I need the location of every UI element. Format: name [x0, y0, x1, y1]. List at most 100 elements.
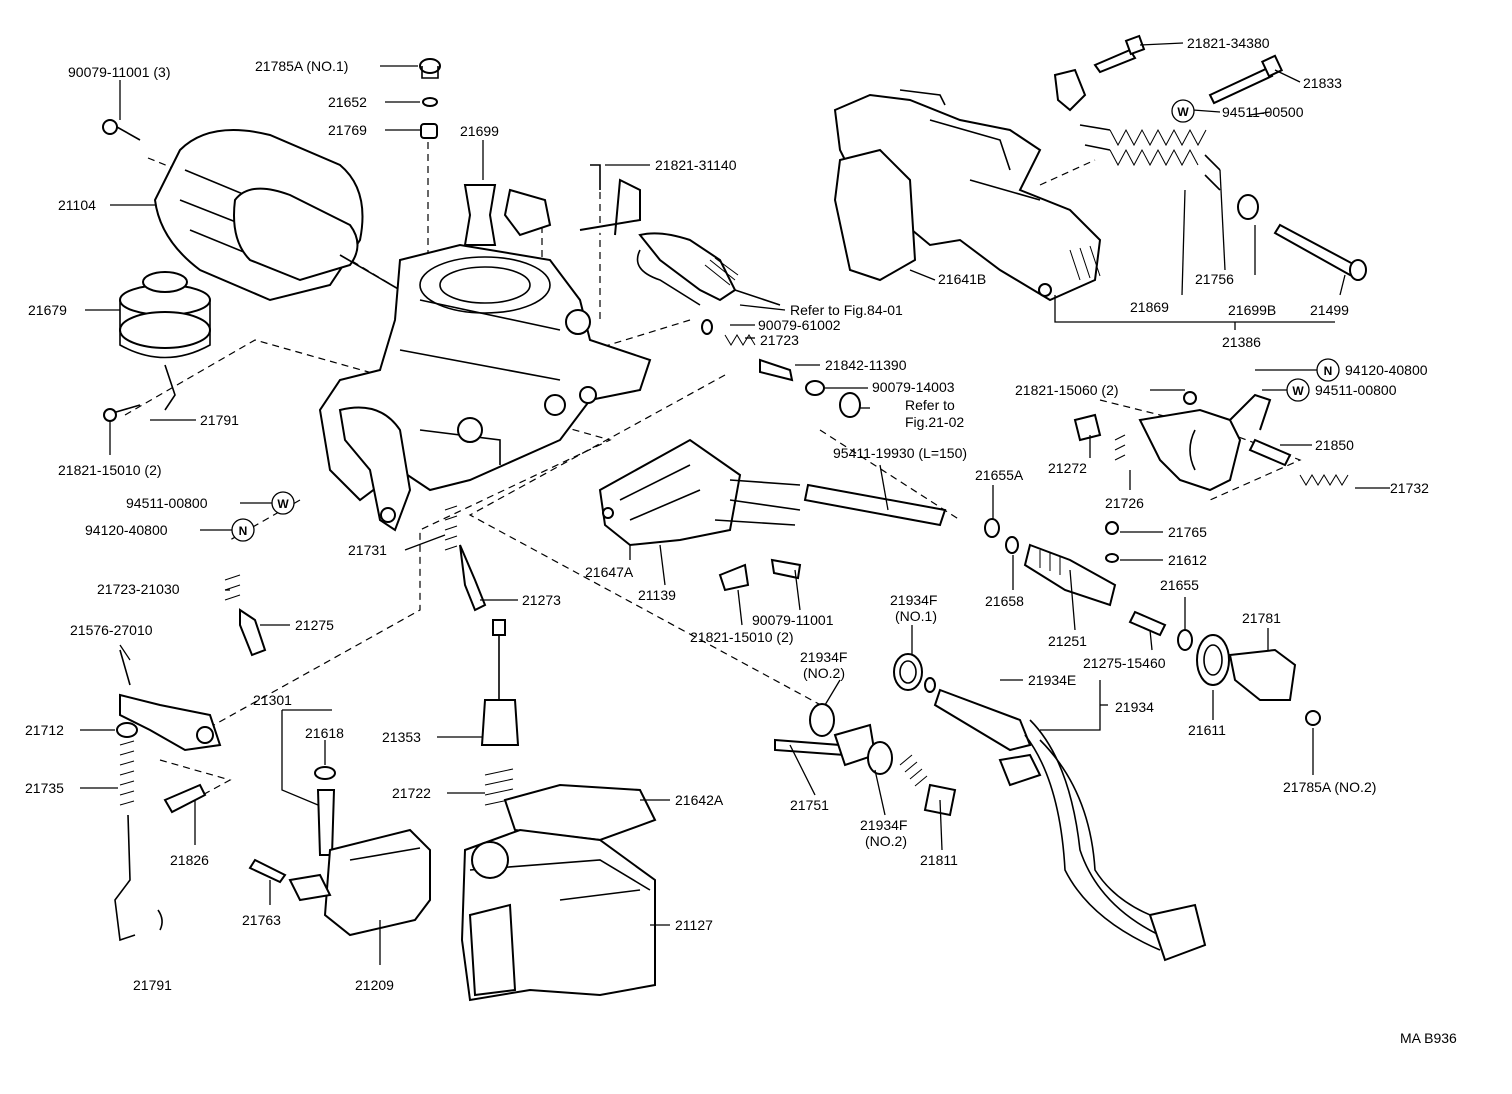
- springs-top-right: [1079, 124, 1221, 191]
- cover-21209: [248, 828, 431, 937]
- svg-text:W: W: [1177, 105, 1189, 119]
- label-21826: 21826: [170, 852, 209, 868]
- label-94511-00800-a: 94511-00800: [126, 495, 208, 511]
- label-94511-00500: 94511-00500: [1222, 104, 1304, 120]
- label-21785A-no1: 21785A (NO.1): [255, 58, 348, 74]
- label-21576-27010: 21576-27010: [70, 622, 153, 638]
- label-21934F-no2-a: 21934F: [800, 649, 847, 665]
- label-21251: 21251: [1048, 633, 1087, 649]
- svg-text:N: N: [239, 524, 248, 538]
- lower-middle-parts: [774, 703, 957, 817]
- label-21785A-no2: 21785A (NO.2): [1283, 779, 1376, 795]
- label-94120-40800-b: 94120-40800: [1345, 362, 1428, 378]
- label-21723: 21723: [760, 332, 799, 348]
- label-90079-61002: 90079-61002: [758, 317, 841, 333]
- nut-badge-right: N: [1316, 358, 1340, 382]
- label-21811: 21811: [920, 852, 958, 868]
- label-21842-11390: 21842-11390: [825, 357, 907, 373]
- label-21275: 21275: [295, 617, 334, 633]
- label-21821-34380: 21821-34380: [1187, 35, 1270, 51]
- label-21699: 21699: [460, 123, 499, 139]
- label-21127: 21127: [675, 917, 713, 933]
- label-21869: 21869: [1130, 299, 1169, 315]
- label-21658: 21658: [985, 593, 1024, 609]
- float-chamber-21127: [460, 783, 657, 1002]
- label-21791-b: 21791: [133, 977, 172, 993]
- label-21642A: 21642A: [675, 792, 724, 808]
- motor-housing-21104: [102, 119, 401, 302]
- label-21611: 21611: [1188, 722, 1226, 738]
- label-21731: 21731: [348, 542, 387, 558]
- label-21791-a: 21791: [200, 412, 239, 428]
- label-21934F-no2-c: 21934F: [860, 817, 907, 833]
- label-21732: 21732: [1390, 480, 1429, 496]
- label-21934E: 21934E: [1028, 672, 1076, 688]
- leader-lines: [80, 42, 1390, 965]
- washer-badge-left: W: [271, 491, 295, 515]
- label-21647A: 21647A: [585, 564, 634, 580]
- lower-left-parts: [114, 505, 487, 942]
- washer-badge-right: W: [1286, 378, 1310, 402]
- label-21781: 21781: [1242, 610, 1281, 626]
- label-21934F-no1-b: (NO.1): [895, 608, 937, 624]
- label-21679: 21679: [28, 302, 67, 318]
- label-21934: 21934: [1115, 699, 1154, 715]
- wiring-harness-21934: [893, 653, 1207, 962]
- label-21722: 21722: [392, 785, 431, 801]
- label-21934F-no1-a: 21934F: [890, 592, 937, 608]
- label-21612: 21612: [1168, 552, 1207, 568]
- nut-badge-left: N: [231, 518, 255, 542]
- part-labels: 90079-11001 (3) 21785A (NO.1) 21652 2176…: [25, 35, 1457, 1046]
- label-21821-15060: 21821-15060 (2): [1015, 382, 1119, 398]
- label-21821-15010-b: 21821-15010 (2): [690, 629, 794, 645]
- label-refer-fig-21-02: Fig.21-02: [905, 414, 964, 430]
- throttle-positioner-21386: [833, 68, 1102, 302]
- label-21104: 21104: [58, 197, 96, 213]
- label-21934F-no2-b: (NO.2): [803, 665, 845, 681]
- label-21751: 21751: [790, 797, 829, 813]
- upper-small-parts: [419, 58, 641, 246]
- svg-text:N: N: [1324, 364, 1333, 378]
- choke-mechanism: [1073, 391, 1349, 563]
- badges: W N W N W: [231, 99, 1340, 542]
- label-21763: 21763: [242, 912, 281, 928]
- label-21272: 21272: [1048, 460, 1087, 476]
- label-21850: 21850: [1315, 437, 1354, 453]
- label-21618: 21618: [305, 725, 344, 741]
- label-21353: 21353: [382, 729, 421, 745]
- bolts-top-right: [1093, 34, 1367, 281]
- hose-95411: [803, 483, 947, 527]
- label-21833: 21833: [1303, 75, 1342, 91]
- svg-text:W: W: [1292, 384, 1304, 398]
- label-94511-00800-b: 94511-00800: [1315, 382, 1397, 398]
- label-refer-fig-84-01: Refer to Fig.84-01: [790, 302, 903, 318]
- label-90079-11001-3: 90079-11001 (3): [68, 64, 170, 80]
- label-21655A: 21655A: [975, 467, 1024, 483]
- svg-text:W: W: [277, 497, 289, 511]
- pump-rod-21353: [480, 619, 520, 806]
- label-21723-21030: 21723-21030: [97, 581, 180, 597]
- valve-21301: [314, 766, 336, 856]
- label-21821-31140: 21821-31140: [655, 157, 737, 173]
- washer-badge-top: W: [1171, 99, 1195, 123]
- label-21934F-no2-d: (NO.2): [865, 833, 907, 849]
- label-21386: 21386: [1222, 334, 1261, 350]
- label-21275-15460: 21275-15460: [1083, 655, 1166, 671]
- label-21301: 21301: [253, 692, 292, 708]
- label-21139: 21139: [638, 587, 676, 603]
- label-21735: 21735: [25, 780, 64, 796]
- part-drawings: [102, 34, 1367, 1002]
- label-21765: 21765: [1168, 524, 1207, 540]
- small-mid-parts: [701, 319, 861, 418]
- label-21641B: 21641B: [938, 271, 986, 287]
- bracket-21139: [598, 438, 802, 592]
- label-21652: 21652: [328, 94, 367, 110]
- label-94120-40800-a: 94120-40800: [85, 522, 168, 538]
- label-21209: 21209: [355, 977, 394, 993]
- label-21699B: 21699B: [1228, 302, 1276, 318]
- label-refer-to: Refer to: [905, 397, 955, 413]
- label-21821-15010-a: 21821-15010 (2): [58, 462, 162, 478]
- carburetor-body: [318, 243, 652, 532]
- label-21769: 21769: [328, 122, 367, 138]
